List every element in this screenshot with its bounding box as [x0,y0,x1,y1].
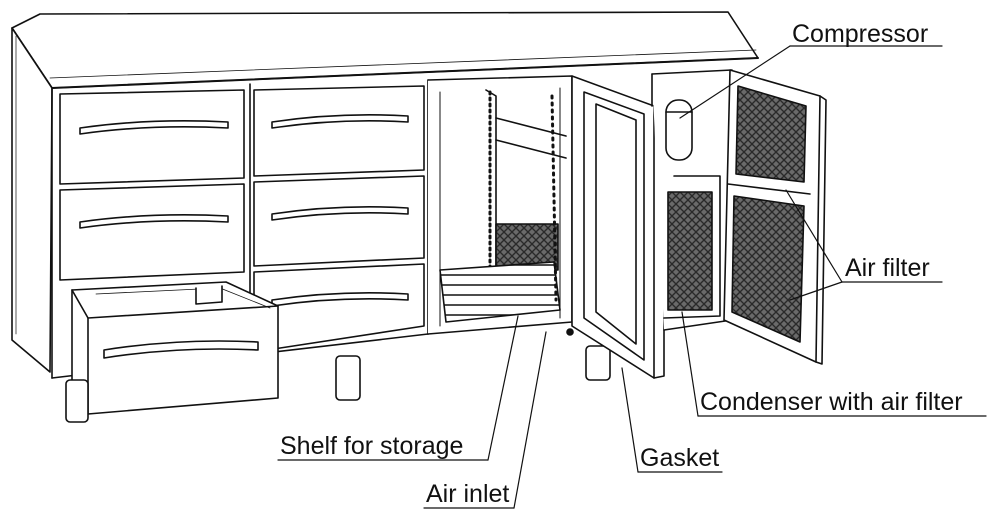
legs [65,345,611,423]
label-gasket: Gasket [640,444,720,472]
callout-leaders [277,45,987,509]
glass-door [566,75,665,379]
label-condenser: Condenser with air filter [700,388,963,416]
compressor-door [723,69,827,365]
left-side-panel [11,27,53,373]
label-compressor: Compressor [792,20,929,48]
label-air-inlet: Air inlet [426,480,510,508]
label-shelf: Shelf for storage [280,432,464,460]
storage-cabinet-interior [427,75,573,335]
drawer-column-right [253,85,425,353]
worktop [11,11,759,89]
drawer-column-left [59,89,245,281]
drawer-open [71,281,279,415]
label-air-filter: Air filter [845,254,930,282]
compressor-compartment [651,69,733,331]
